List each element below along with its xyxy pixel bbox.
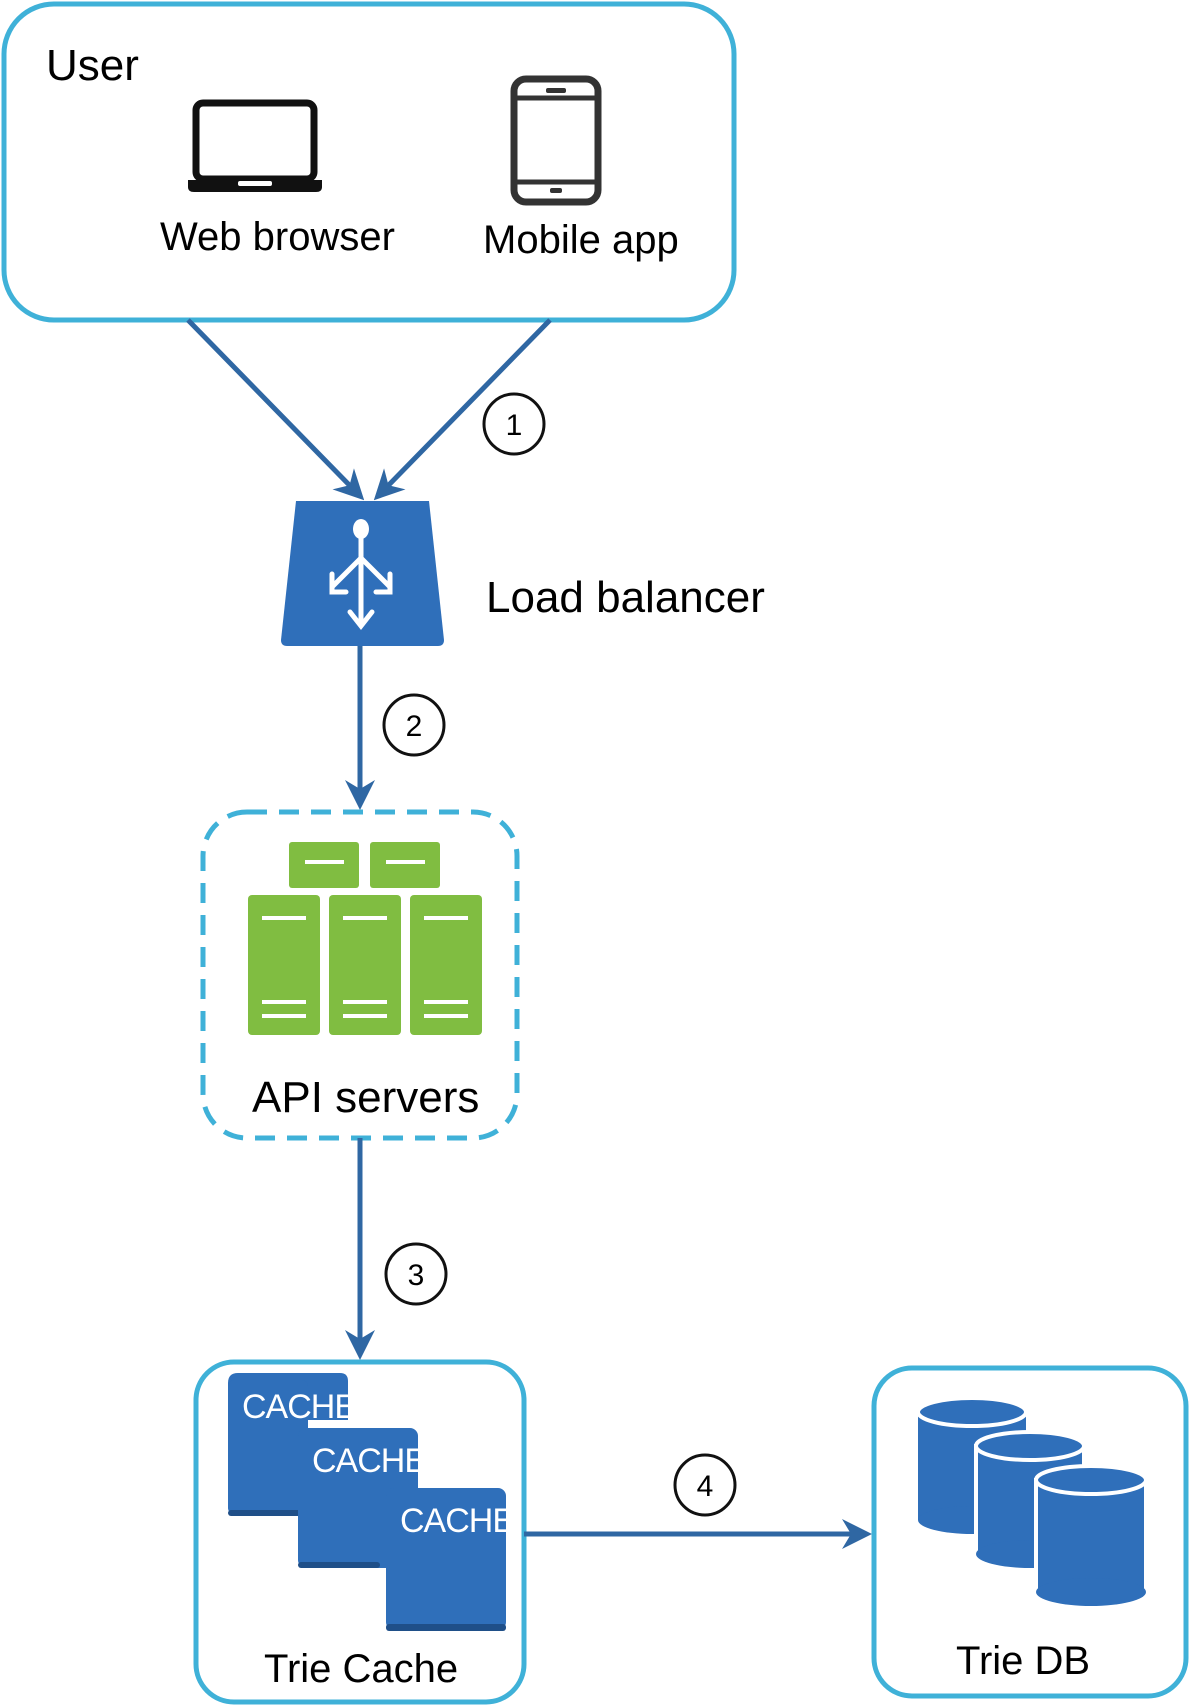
mobile-app-label: Mobile app <box>483 218 679 262</box>
laptop-icon <box>188 99 322 192</box>
user-group[interactable]: User Web browser Mobile app <box>1 1 737 323</box>
cache-icon-stack: CACHE CACHE CACHE <box>228 1373 515 1631</box>
step-4-badge: 4 <box>673 1453 737 1517</box>
mobile-phone-icon <box>510 75 602 206</box>
trie-cache-group[interactable]: CACHE CACHE CACHE Trie Cache <box>193 1359 527 1705</box>
api-servers-group[interactable]: API servers <box>200 809 520 1141</box>
cache-text-2: CACHE <box>312 1442 426 1480</box>
load-balancer-label: Load balancer <box>486 573 765 622</box>
step-3-badge: 3 <box>384 1242 448 1306</box>
user-box[interactable] <box>1 1 737 323</box>
arrow-web-to-lb <box>186 318 365 501</box>
step-1-badge: 1 <box>482 392 546 456</box>
web-browser-label: Web browser <box>160 215 395 259</box>
step-4-text: 4 <box>697 1470 714 1503</box>
database-icon <box>916 1396 1148 1606</box>
step-3-text: 3 <box>408 1259 425 1292</box>
user-title: User <box>46 41 139 90</box>
trie-cache-label: Trie Cache <box>264 1647 458 1691</box>
api-servers-label: API servers <box>252 1073 479 1122</box>
cache-text-1: CACHE <box>242 1388 356 1426</box>
step-2-badge: 2 <box>382 693 446 757</box>
trie-db-group[interactable]: Trie DB <box>871 1365 1189 1699</box>
step-1-text: 1 <box>506 409 523 442</box>
server-rack-lines <box>262 860 468 1018</box>
cache-text-3: CACHE <box>400 1502 514 1540</box>
arrow-mobile-to-lb <box>373 318 552 501</box>
trie-db-label: Trie DB <box>956 1639 1090 1683</box>
step-2-text: 2 <box>406 710 423 743</box>
load-balancer-icon[interactable] <box>281 501 444 646</box>
